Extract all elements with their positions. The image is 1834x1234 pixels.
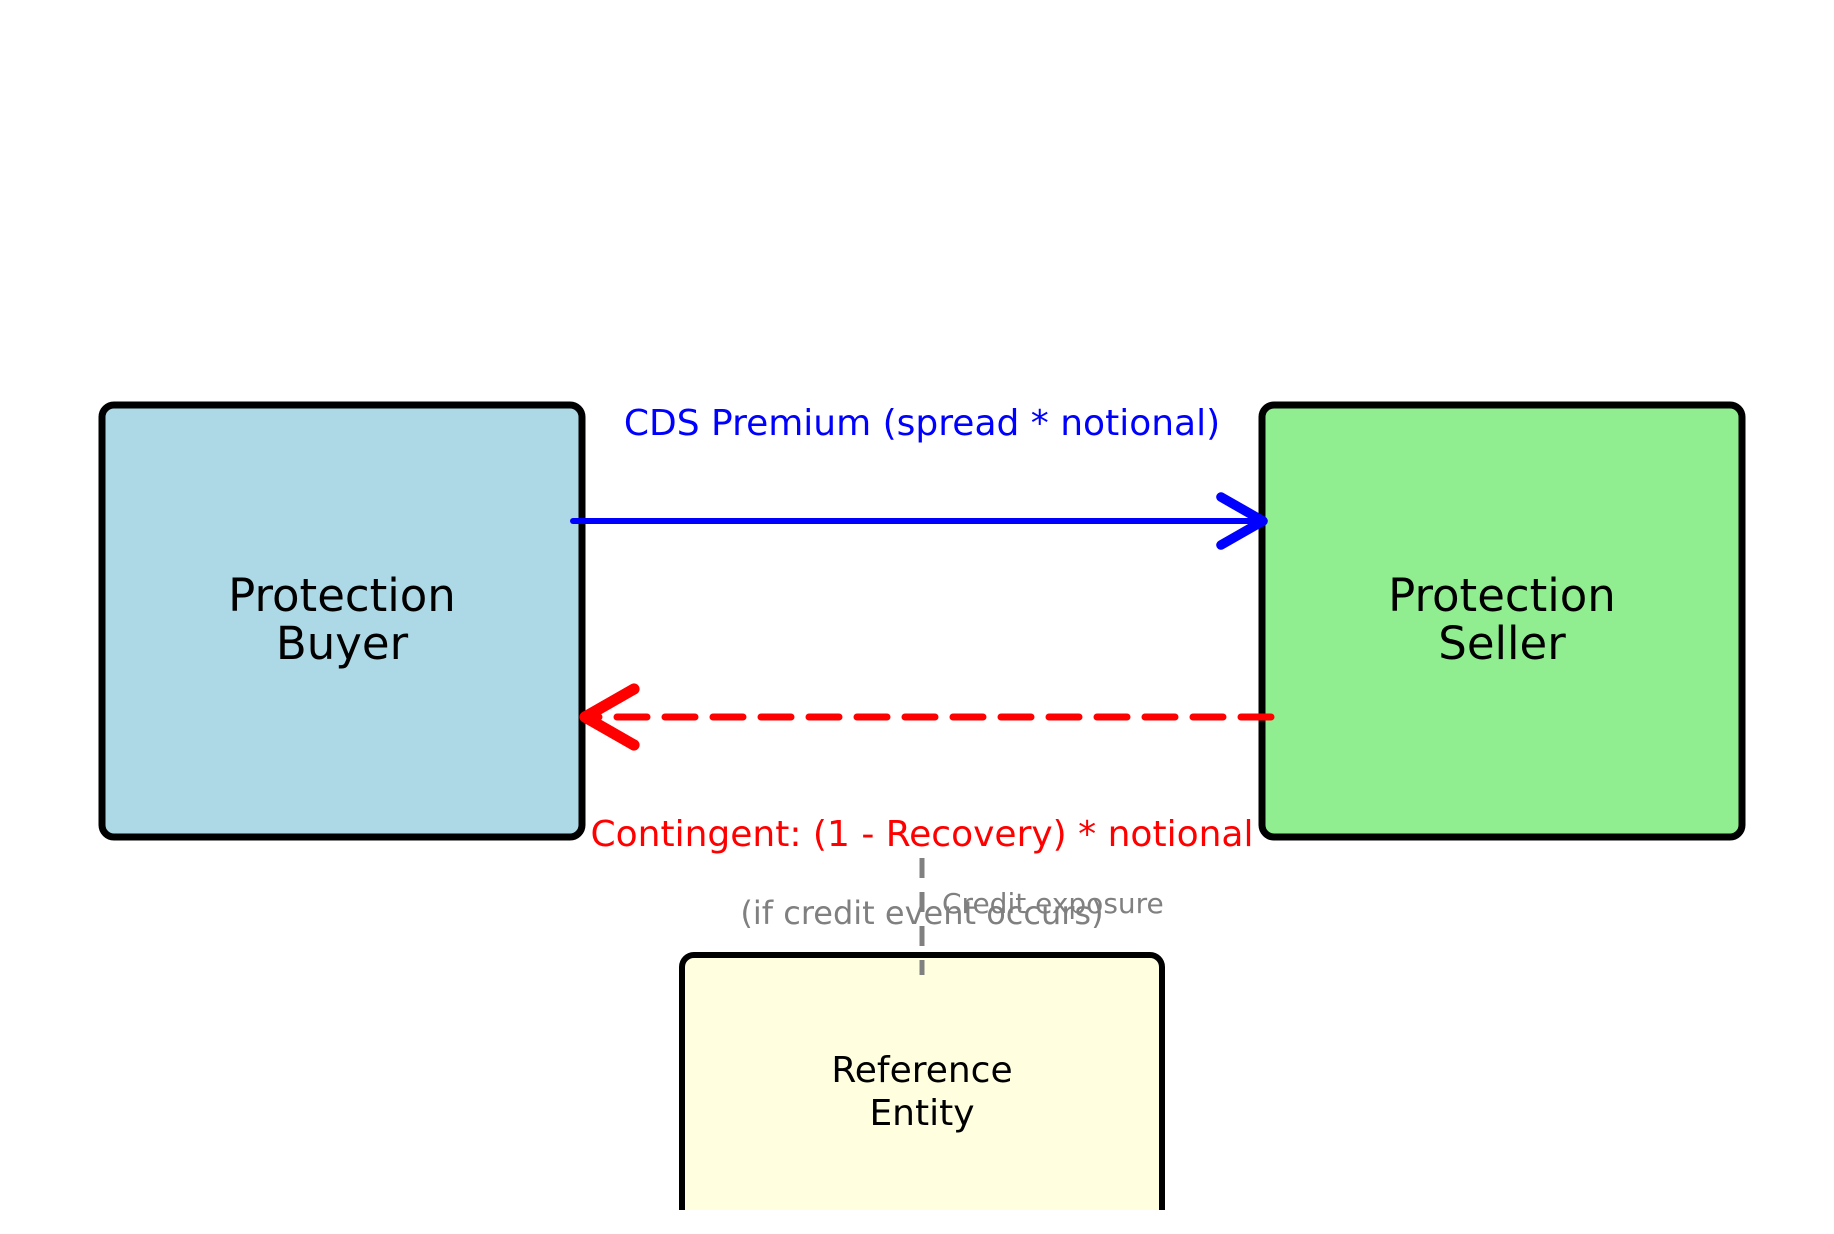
protection-buyer-label-line1: Protection	[228, 569, 456, 622]
protection-seller-box	[1258, 401, 1746, 841]
protection-seller-node: Protection Seller	[1258, 401, 1746, 841]
protection-seller-label-line2: Seller	[1438, 617, 1566, 670]
protection-buyer-box	[98, 401, 586, 841]
reference-entity-node: Reference Entity	[679, 952, 1165, 1234]
premium-label: CDS Premium (spread * notional)	[624, 403, 1220, 444]
protection-buyer-label-line2: Buyer	[276, 617, 409, 670]
protection-seller-label-line1: Protection	[1388, 569, 1616, 622]
contingent-label: Contingent: (1 - Recovery) * notional	[591, 814, 1254, 855]
bottom-crop	[0, 1210, 1834, 1234]
protection-buyer-node: Protection Buyer	[98, 401, 586, 841]
credit-exposure-label: Credit exposure	[942, 887, 1164, 920]
reference-entity-box	[679, 952, 1165, 1234]
reference-entity-label-line2: Entity	[869, 1093, 974, 1134]
reference-entity-label-line1: Reference	[831, 1050, 1012, 1091]
